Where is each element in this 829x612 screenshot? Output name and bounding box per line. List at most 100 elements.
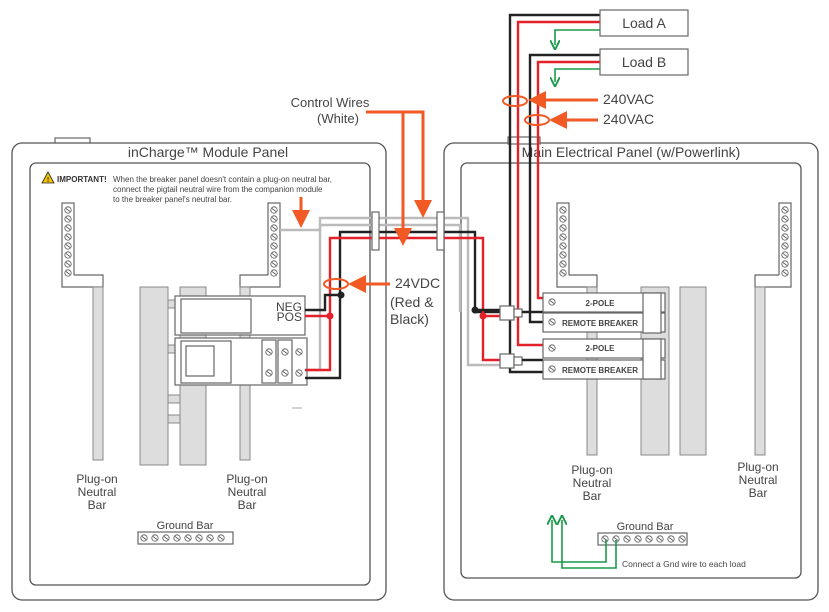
left-neutral2-label-2: Neutral: [228, 485, 267, 499]
terminal-screw-icon: [64, 206, 72, 214]
left-neutral-label-1: Plug-on: [76, 472, 117, 486]
terminal-screw-icon: [623, 535, 631, 543]
right-ground-bar: [597, 532, 688, 546]
terminal-screw-icon: [64, 215, 72, 223]
load-b-label: Load B: [622, 54, 666, 70]
right-din-rail-2: [679, 286, 707, 456]
control-wires-label: Control Wires: [291, 95, 370, 110]
splice-connector-2: [499, 353, 523, 369]
terminal-screw-icon: [140, 534, 148, 542]
important-line-3: to the breaker panel's neutral bar.: [113, 195, 232, 204]
breaker-1: 2-POLE REMOTE BREAKER: [542, 292, 666, 334]
vac-label-2: 240VAC: [603, 111, 654, 127]
terminal-screw-icon: [64, 242, 72, 250]
conduit-fitting-left: [371, 211, 380, 251]
left-panel-title: inCharge™ Module Panel: [128, 144, 288, 160]
breaker-2-top-label: 2-POLE: [586, 344, 616, 353]
conduit-fitting-right: [436, 211, 445, 251]
terminal-screw-icon: [270, 233, 278, 241]
left-ground-bar: [137, 531, 234, 545]
right-neutral-terminal-2: [754, 202, 792, 456]
terminal-screw-icon: [634, 535, 642, 543]
left-neutral-label-3: Bar: [88, 498, 107, 512]
terminal-screw-icon: [559, 233, 567, 241]
terminal-screw-icon: [270, 224, 278, 232]
vdc-label: 24VDC: [395, 275, 440, 291]
right-neutral-label-3: Bar: [583, 489, 602, 503]
load-a: Load A: [599, 9, 689, 37]
important-label: IMPORTANT!: [57, 175, 107, 184]
breaker-1-top-label: 2-POLE: [586, 299, 616, 308]
terminal-screw-icon: [270, 260, 278, 268]
terminal-screw-icon: [64, 251, 72, 259]
right-neutral-label-1: Plug-on: [571, 463, 612, 477]
left-neutral-terminal-1: [61, 202, 104, 461]
ground-wires: [552, 520, 617, 569]
terminal-screw-icon: [781, 242, 789, 250]
terminal-screw-icon: [667, 535, 675, 543]
terminal-screw-icon: [270, 206, 278, 214]
terminal-screw-icon: [195, 534, 203, 542]
terminal-screw-icon: [270, 215, 278, 223]
right-neutral-label-2: Neutral: [573, 476, 612, 490]
wires: [280, 13, 600, 380]
neg-label: NEG: [276, 300, 302, 314]
terminal-screw-icon: [656, 535, 664, 543]
control-wires-sub: (White): [317, 111, 359, 126]
right-neutral2-label-3: Bar: [749, 486, 768, 500]
vdc-sub-1: (Red &: [390, 294, 434, 310]
terminal-screw-icon: [559, 206, 567, 214]
terminal-screw-icon: [781, 215, 789, 223]
breaker-1-bottom-label: REMOTE BREAKER: [562, 319, 638, 328]
left-neutral2-label-1: Plug-on: [226, 472, 267, 486]
breaker-2-bottom-label: REMOTE BREAKER: [562, 366, 638, 375]
terminal-screw-icon: [64, 260, 72, 268]
terminal-screw-icon: [781, 206, 789, 214]
terminal-screw-icon: [184, 534, 192, 542]
splice-connector-1: [499, 305, 523, 321]
terminal-screw-icon: [559, 251, 567, 259]
powerlink-module: [174, 295, 306, 336]
terminal-screw-icon: [151, 534, 159, 542]
terminal-screw-icon: [64, 224, 72, 232]
ground-note: Connect a Gnd wire to each load: [622, 559, 746, 569]
load-a-label: Load A: [622, 15, 666, 31]
terminal-screw-icon: [601, 535, 609, 543]
terminal-screw-icon: [559, 260, 567, 268]
terminal-screw-icon: [781, 224, 789, 232]
right-ground-bar-label: Ground Bar: [617, 521, 674, 533]
important-line-2: connect the pigtail neutral wire from th…: [113, 185, 323, 194]
left-din-rail: [139, 286, 169, 466]
terminal-screw-icon: [559, 224, 567, 232]
terminal-screw-icon: [270, 251, 278, 259]
terminal-screw-icon: [270, 242, 278, 250]
pos-label: POS: [277, 310, 302, 324]
terminal-screw-icon: [162, 534, 170, 542]
terminal-screw-icon: [559, 242, 567, 250]
terminal-screw-icon: [781, 251, 789, 259]
breaker-2: 2-POLE REMOTE BREAKER: [542, 338, 666, 380]
terminal-screw-icon: [206, 534, 214, 542]
right-neutral2-label-1: Plug-on: [737, 460, 778, 474]
terminal-screw-icon: [559, 269, 567, 277]
left-neutral-label-2: Neutral: [78, 485, 117, 499]
vac-label-1: 240VAC: [603, 91, 654, 107]
right-panel-title: Main Electrical Panel (w/Powerlink): [522, 144, 741, 160]
terminal-screw-icon: [270, 269, 278, 277]
terminal-screw-icon: [64, 233, 72, 241]
incharge-module-panel: inCharge™ Module Panel ! IMPORTANT! When…: [11, 137, 387, 601]
terminal-screw-icon: [645, 535, 653, 543]
incharge-module: [174, 337, 308, 386]
terminal-screw-icon: [781, 269, 789, 277]
terminal-screw-icon: [217, 534, 225, 542]
terminal-screw-icon: [173, 534, 181, 542]
terminal-screw-icon: [678, 535, 686, 543]
warning-icon: !: [41, 171, 55, 184]
right-neutral2-label-2: Neutral: [739, 473, 778, 487]
terminal-screw-icon: [559, 215, 567, 223]
terminal-screw-icon: [781, 260, 789, 268]
vdc-sub-2: Black): [390, 311, 429, 327]
callouts: Control Wires (White) 240VAC 240VAC 24VD…: [291, 91, 654, 327]
left-ground-bar-label: Ground Bar: [157, 520, 214, 532]
